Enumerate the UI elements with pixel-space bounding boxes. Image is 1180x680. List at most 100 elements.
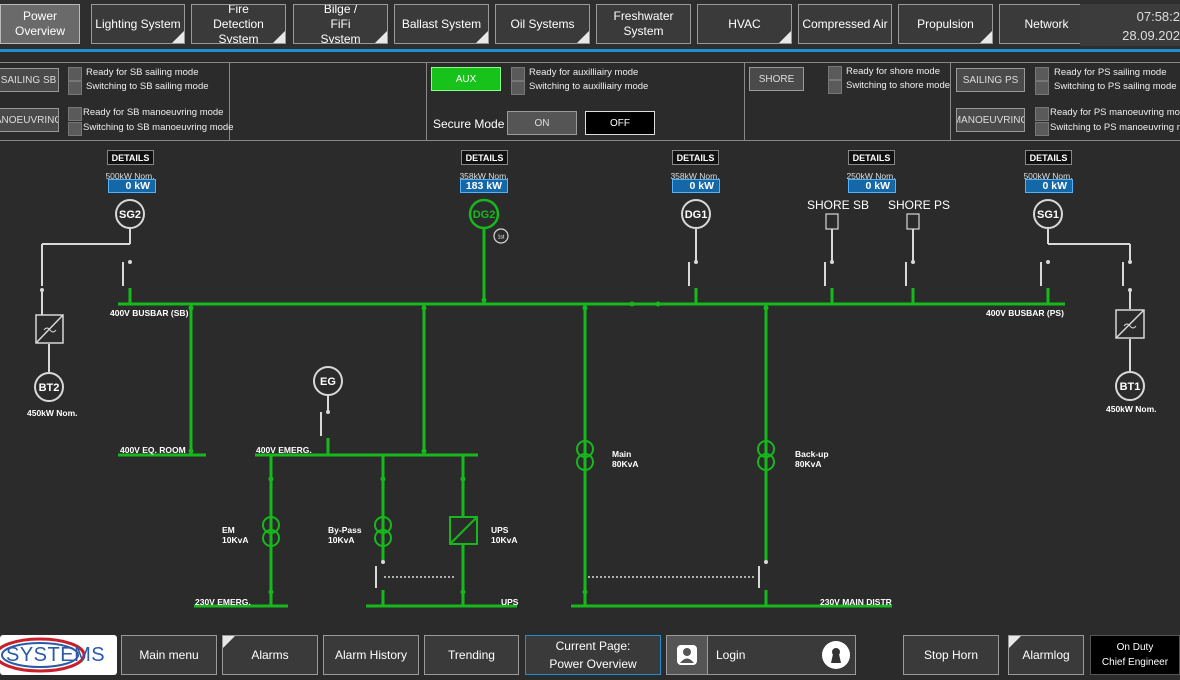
mode-panel: SAILING SB Ready for SB sailing mode Swi… xyxy=(0,62,1180,141)
single-line-diagram: SG2 DG2 DG1 SG1 EG BT2 BT1 1st xyxy=(0,140,1180,628)
aux-button[interactable]: AUX xyxy=(431,67,501,91)
transformer-name: By-Pass xyxy=(328,525,362,535)
dg2-details-button[interactable]: DETAILS xyxy=(461,150,508,165)
shore-details-button[interactable]: DETAILS xyxy=(848,150,895,165)
manoeuvring-ps-switch-indicator xyxy=(1035,122,1049,136)
main-menu-button[interactable]: Main menu xyxy=(121,635,217,675)
tab-propulsion[interactable]: Propulsion xyxy=(898,4,993,44)
tab-oil-systems[interactable]: Oil Systems xyxy=(495,4,590,44)
submenu-corner-icon xyxy=(1009,636,1021,648)
sailing-sb-ready-label: Ready for SB sailing mode xyxy=(86,67,198,78)
sg2-power-readout: 0 kW xyxy=(108,179,156,193)
sg1-details-button[interactable]: DETAILS xyxy=(1025,150,1072,165)
tab-label: Fire Detection System xyxy=(210,4,267,44)
shore-ps-connection-icon xyxy=(907,214,919,229)
submenu-corner-icon xyxy=(223,636,235,648)
dg2-priority-label: 1st xyxy=(498,235,505,241)
blank-panel xyxy=(229,63,427,140)
sailing-sb-switch-indicator xyxy=(68,81,82,95)
tab-bilge-fifi-system[interactable]: Bilge / FiFi System xyxy=(293,4,388,44)
manoeuvring-sb-button[interactable]: ANOEUVRING xyxy=(0,108,59,132)
shore-switch-label: Switching to shore mode xyxy=(846,80,950,91)
tab-power-overview[interactable]: Power Overview xyxy=(0,4,80,44)
transformer-rating: 10KvA xyxy=(222,535,248,545)
on-duty-caption: On Duty xyxy=(1117,640,1154,655)
sailing-ps-switch-indicator xyxy=(1035,81,1049,95)
aux-switch-indicator xyxy=(511,81,525,95)
tab-label: Network xyxy=(1024,17,1068,32)
alarmlog-label: Alarmlog xyxy=(1022,648,1069,662)
secure-mode-label: Secure Mode xyxy=(433,117,504,131)
stop-horn-button[interactable]: Stop Horn xyxy=(903,635,999,675)
tab-hvac[interactable]: HVAC xyxy=(697,4,792,44)
current-page-name: Power Overview xyxy=(549,655,636,673)
manoeuvring-ps-ready-indicator xyxy=(1035,107,1049,121)
busbar-ps-label: 400V BUSBAR (PS) xyxy=(986,308,1064,318)
emergency-230v-label: 230V EMERG. xyxy=(195,597,251,607)
shore-sb-label: SHORE SB xyxy=(807,198,869,212)
sg1-power-readout: 0 kW xyxy=(1025,179,1073,193)
bypass-transformer-label: By-Pass10KvA xyxy=(328,525,362,545)
manoeuvring-ps-switch-label: Switching to PS manoeuvring mo xyxy=(1050,122,1180,133)
transformer-rating: 10KvA xyxy=(491,535,517,545)
dg1-details-button[interactable]: DETAILS xyxy=(672,150,719,165)
accent-line xyxy=(0,49,1180,52)
top-navigation: Power Overview Lighting System Fire Dete… xyxy=(0,0,1180,50)
current-page-indicator: Current Page: Power Overview xyxy=(525,635,661,675)
alarms-button[interactable]: Alarms xyxy=(222,635,318,675)
transformer-name: Main xyxy=(612,449,638,459)
manoeuvring-ps-button[interactable]: MANOEUVRING xyxy=(956,108,1025,132)
manoeuvring-sb-switch-indicator xyxy=(68,122,82,136)
aux-mode-group: AUX Ready for auxilliairy mode Switching… xyxy=(426,63,745,140)
transformer-rating: 80KvA xyxy=(612,459,638,469)
tab-freshwater-system[interactable]: Freshwater System xyxy=(596,4,691,44)
tab-compressed-air[interactable]: Compressed Air xyxy=(798,4,892,44)
aux-ready-indicator xyxy=(511,67,525,81)
logo-text: SYSTEMS xyxy=(6,644,105,667)
transformer-name: EM xyxy=(222,525,248,535)
keyhole-icon xyxy=(821,640,851,670)
submenu-corner-icon xyxy=(779,31,791,43)
alarm-history-button[interactable]: Alarm History xyxy=(323,635,419,675)
tab-lighting-system[interactable]: Lighting System xyxy=(91,4,185,44)
dg2-label: DG2 xyxy=(473,209,496,221)
tab-label: Compressed Air xyxy=(802,17,887,32)
transformer-rating: 10KvA xyxy=(328,535,362,545)
clock-date: 28.09.202 xyxy=(1080,26,1180,45)
alarmlog-button[interactable]: Alarmlog xyxy=(1008,635,1084,675)
eg-label: EG xyxy=(320,376,336,388)
emergency-400v-label: 400V EMERG. xyxy=(256,445,312,455)
bt1-label: BT1 xyxy=(1120,381,1141,393)
shore-ready-indicator xyxy=(828,66,842,80)
shore-button[interactable]: SHORE xyxy=(749,67,804,91)
main-transformer-label: Main80KvA xyxy=(612,449,638,469)
trending-button[interactable]: Trending xyxy=(424,635,519,675)
secure-off-button[interactable]: OFF xyxy=(585,111,655,135)
transformer-name: UPS xyxy=(491,525,517,535)
submenu-corner-icon xyxy=(476,31,488,43)
tab-ballast-system[interactable]: Ballast System xyxy=(394,4,489,44)
aux-switch-label: Switching to auxilliairy mode xyxy=(529,81,648,92)
bt1-nominal: 450kW Nom. xyxy=(1106,404,1157,414)
transformer-name: Back-up xyxy=(795,449,829,459)
sg1-label: SG1 xyxy=(1037,209,1059,221)
login-label: Login xyxy=(716,648,745,662)
sailing-ps-ready-label: Ready for PS sailing mode xyxy=(1054,67,1166,78)
sg2-details-button[interactable]: DETAILS xyxy=(107,150,154,165)
secure-on-button[interactable]: ON xyxy=(507,111,577,135)
shore-ready-label: Ready for shore mode xyxy=(846,66,940,77)
sailing-ps-button[interactable]: SAILING PS xyxy=(956,68,1025,92)
green-bus-lines xyxy=(118,226,1065,606)
sb-mode-group: SAILING SB Ready for SB sailing mode Swi… xyxy=(0,63,230,140)
tab-fire-detection-system[interactable]: Fire Detection System xyxy=(191,4,286,44)
bt2-label: BT2 xyxy=(39,382,60,394)
tab-label: Power Overview xyxy=(1,9,79,39)
dg1-power-readout: 0 kW xyxy=(672,179,720,193)
login-panel[interactable]: Login xyxy=(666,635,856,675)
submenu-corner-icon xyxy=(172,31,184,43)
tab-label: Freshwater System xyxy=(597,9,690,39)
sailing-sb-button[interactable]: SAILING SB xyxy=(0,68,59,92)
sailing-sb-switch-label: Switching to SB sailing mode xyxy=(86,81,209,92)
on-duty-role: Chief Engineer xyxy=(1102,655,1168,670)
sailing-sb-ready-indicator xyxy=(68,67,82,81)
